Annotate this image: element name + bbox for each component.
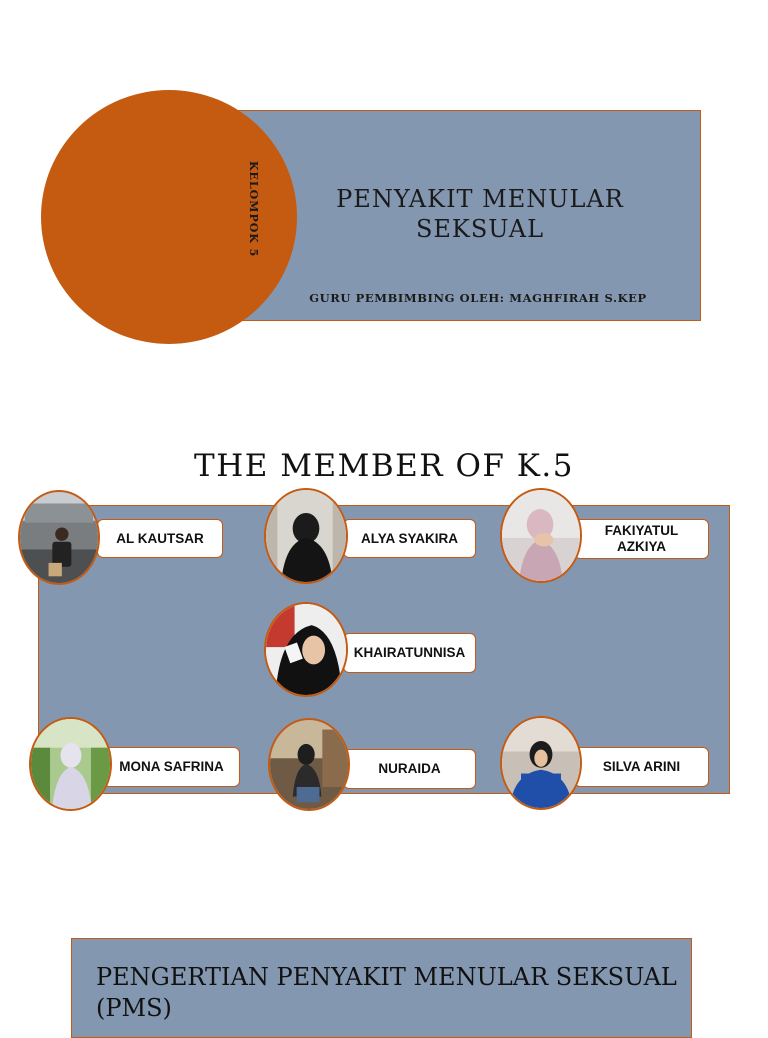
group-label: KELOMPOK 5 [247,160,260,258]
title-panel [238,110,701,321]
member-photo [264,602,348,697]
member-name-label: SILVA ARINI [574,747,709,787]
member-photo [268,718,350,811]
member-name-label: ALYA SYAKIRA [343,519,476,558]
member-photo [29,717,112,811]
main-title: PENYAKIT MENULAR SEKSUAL [336,185,624,243]
definition-panel [71,938,692,1038]
member-name-label: MONA SAFRINA [103,747,240,787]
member-name-label: NURAIDA [343,749,476,789]
member-photo [264,488,348,584]
member-photo [500,488,582,583]
member-name-label: FAKIYATUL AZKIYA [574,519,709,559]
member-name-label: KHAIRATUNNISA [343,633,476,673]
member-name-label: AL KAUTSAR [97,519,223,558]
teacher-line: GURU PEMBIMBING OLEH: MAGHFIRAH S.KEP [309,291,647,305]
member-photo [500,716,582,810]
definition-title: PENGERTIAN PENYAKIT MENULAR SEKSUAL (PMS… [96,963,677,1022]
member-photo [18,490,100,585]
title-circle [41,90,297,344]
members-title: THE MEMBER OF K.5 [194,448,574,484]
